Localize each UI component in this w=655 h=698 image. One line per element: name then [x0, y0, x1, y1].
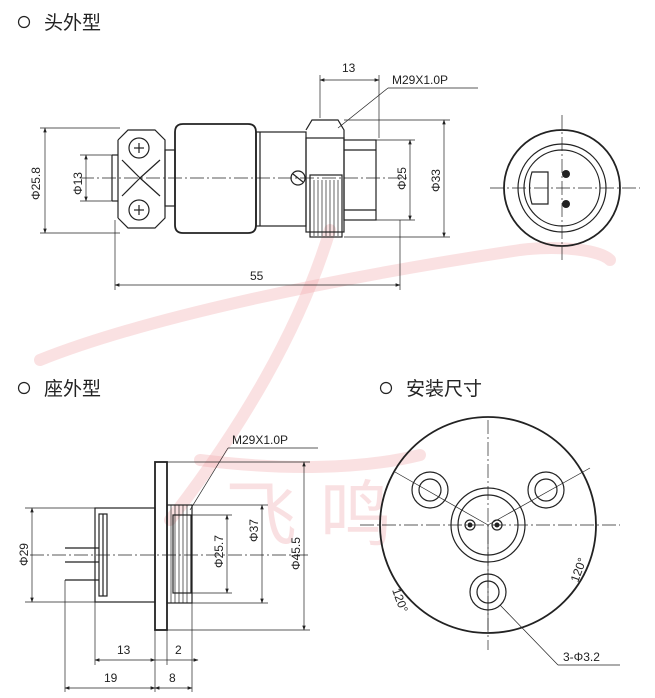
- set-screw-icon: [290, 170, 306, 186]
- screw-icon: [128, 137, 150, 159]
- dim-socket-13: 13: [117, 643, 131, 657]
- watermark-text: 飞 鸣: [225, 473, 392, 557]
- dim-overall-length: 55: [250, 269, 264, 283]
- dim-socket-thread-diameter: Φ37: [247, 519, 261, 542]
- plug-heading: 头外型: [17, 12, 101, 34]
- plug-side-view: [80, 119, 410, 238]
- dim-socket-pin: Φ25.7: [212, 535, 226, 568]
- socket-dimensions: M29X1.0P Φ29 Φ25.7 Φ37 Φ45.5 13 2: [17, 433, 318, 692]
- dim-mount-holes: 3-Φ3.2: [563, 650, 600, 664]
- dim-thread-spec: M29X1.0P: [392, 73, 448, 87]
- watermark: 飞 鸣: [34, 224, 616, 557]
- dim-socket-flange: Φ45.5: [289, 537, 303, 570]
- mounting-heading: 安装尺寸: [379, 378, 482, 400]
- screw-icon: [128, 199, 150, 221]
- dim-flange-diameter: Φ25.8: [29, 167, 43, 200]
- socket-title: 座外型: [44, 378, 101, 400]
- pin-icon: [562, 200, 570, 208]
- dim-thread-length: 13: [342, 61, 356, 75]
- dim-cable-diameter: Φ13: [71, 172, 85, 195]
- bullet-icon: [17, 381, 31, 395]
- bullet-icon: [17, 15, 31, 29]
- socket-side-view: [30, 461, 310, 631]
- plug-dimensions: 13 M29X1.0P Φ25.8 Φ13 Φ25 Φ33 55: [29, 61, 478, 290]
- pin-icon: [464, 519, 476, 531]
- dim-socket-19: 19: [104, 671, 118, 685]
- mounting-title: 安装尺寸: [406, 378, 482, 400]
- mount-hole-icon: [411, 471, 449, 509]
- dim-socket-2: 2: [175, 643, 182, 657]
- bullet-icon: [379, 381, 393, 395]
- dim-socket-thread: M29X1.0P: [232, 433, 288, 447]
- dim-socket-8: 8: [169, 671, 176, 685]
- dim-nut-diameter: Φ33: [429, 169, 443, 192]
- plug-front-view: [490, 115, 640, 260]
- mount-hole-icon: [527, 471, 565, 509]
- pin-icon: [562, 170, 570, 178]
- dim-face-diameter: Φ25: [395, 167, 409, 190]
- dim-socket-body: Φ29: [17, 543, 31, 566]
- flange-outline: [379, 416, 597, 634]
- angle-left: 120°: [389, 586, 411, 614]
- socket-heading: 座外型: [17, 378, 101, 400]
- plug-title: 头外型: [44, 12, 101, 34]
